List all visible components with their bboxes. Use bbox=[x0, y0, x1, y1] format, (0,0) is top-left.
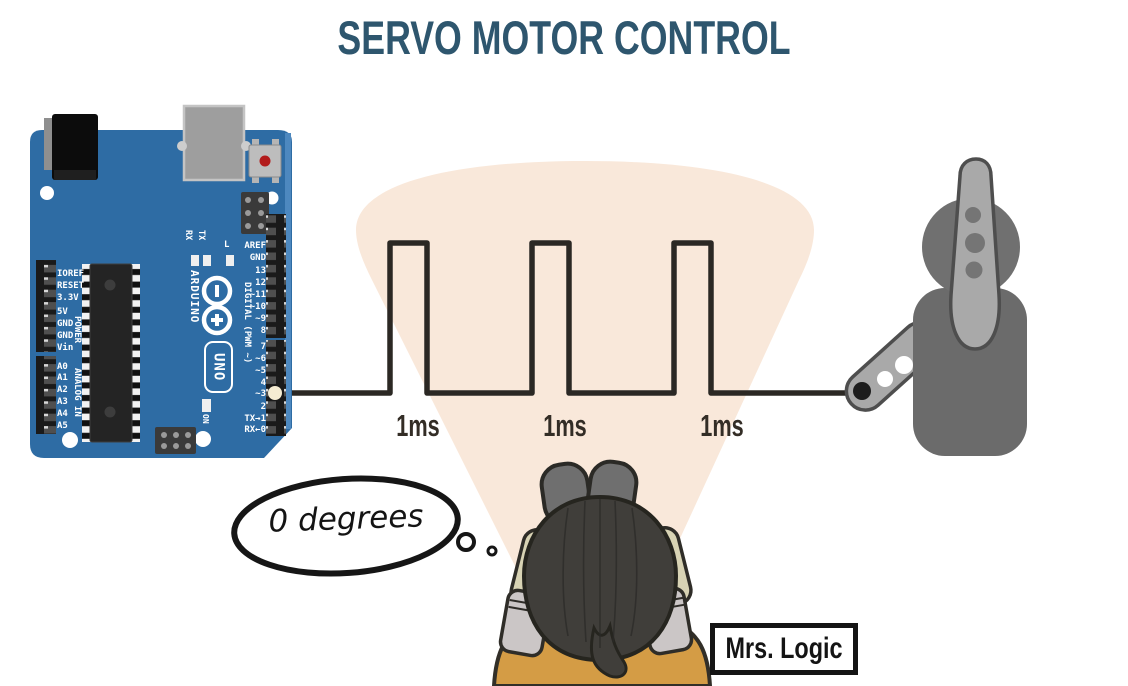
pin-label-5: ~5 bbox=[255, 366, 266, 376]
pin-label-7: 7 bbox=[260, 342, 266, 352]
l-led bbox=[226, 255, 234, 266]
pin-label-a3: A3 bbox=[57, 397, 68, 407]
power-jack bbox=[44, 114, 98, 180]
pin-label-a5: A5 bbox=[57, 421, 68, 431]
pin-label-a2: A2 bbox=[57, 385, 68, 395]
pin-label-3v3: 3.3V bbox=[57, 293, 79, 303]
pin-label-9: ~9 bbox=[255, 314, 266, 324]
bottom-header bbox=[155, 427, 196, 454]
pulse-label-2: 1ms bbox=[543, 408, 587, 443]
thought-bubble-text: 0 degrees bbox=[267, 498, 425, 540]
servo-horn-up bbox=[948, 157, 1002, 351]
pin-label-3: ~3 bbox=[255, 389, 266, 399]
arduino-board bbox=[30, 104, 292, 458]
pulse-label-1: 1ms bbox=[396, 408, 440, 443]
group-label-digital: DIGITAL (PWM ~) bbox=[242, 282, 252, 364]
pin-label-10: ~10 bbox=[249, 302, 266, 312]
group-label-power: POWER bbox=[72, 316, 82, 344]
name-badge: Mrs. Logic bbox=[710, 623, 858, 675]
mounting-hole bbox=[195, 431, 211, 447]
on-led-label: ON bbox=[201, 414, 210, 424]
rx-led-label: RX bbox=[183, 230, 193, 241]
pin-label-gnd1: GND bbox=[57, 319, 74, 329]
group-label-analog: ANALOG IN bbox=[72, 368, 82, 417]
pin-header-digital-top bbox=[266, 214, 286, 338]
pin3-wire-dot bbox=[268, 386, 282, 400]
pin-label-12: 12 bbox=[255, 278, 266, 288]
servo-body bbox=[913, 288, 1027, 456]
on-led bbox=[202, 399, 211, 412]
pin-label-reset: RESET bbox=[57, 281, 85, 291]
bubble-dot bbox=[486, 545, 498, 557]
icsp-header bbox=[241, 192, 269, 234]
pin-label-aref: AREF bbox=[244, 241, 266, 251]
servo-motor bbox=[844, 157, 1027, 456]
pwm-signal-wave bbox=[274, 240, 864, 396]
pin-label-6: ~6 bbox=[255, 354, 266, 364]
microcontroller-chip bbox=[82, 263, 140, 443]
mounting-hole bbox=[40, 186, 54, 200]
thought-bubble bbox=[231, 475, 498, 577]
reset-button bbox=[248, 139, 282, 183]
pin-header-power bbox=[36, 260, 56, 352]
pin-label-5v: 5V bbox=[57, 307, 68, 317]
uno-model-text: UNO bbox=[210, 352, 227, 382]
hair bbox=[521, 494, 679, 679]
rx-led bbox=[191, 255, 199, 266]
pin-label-4: 4 bbox=[260, 378, 266, 388]
l-led-label: L bbox=[224, 240, 230, 250]
pulse-label-3: 1ms bbox=[700, 408, 744, 443]
pin-label-11: ~11 bbox=[249, 290, 266, 300]
tx-led-label: TX bbox=[196, 230, 206, 241]
tx-led bbox=[203, 255, 211, 266]
arduino-brand-text: ARDUINO bbox=[188, 270, 201, 324]
viewing-cone bbox=[356, 161, 814, 648]
page-title: SERVO MOTOR CONTROL bbox=[337, 11, 791, 64]
pin-label-2: 2 bbox=[260, 402, 266, 412]
pin-label-13: 13 bbox=[255, 266, 266, 276]
pin-label-vin: Vin bbox=[57, 343, 74, 353]
usb-connector bbox=[177, 104, 251, 182]
uno-model-box: UNO bbox=[204, 341, 233, 393]
arduino-logo bbox=[201, 275, 233, 336]
pin-label-gnd-d: GND bbox=[249, 253, 266, 263]
pin-header-analog bbox=[36, 356, 56, 434]
pin-label-a0: A0 bbox=[57, 362, 68, 372]
board-edge-highlight bbox=[285, 133, 291, 429]
pin-label-rx0: RX←0 bbox=[244, 425, 266, 435]
pin-label-a1: A1 bbox=[57, 373, 68, 383]
bubble-dot bbox=[456, 532, 476, 552]
character-mrs-logic bbox=[491, 459, 713, 686]
pin-label-gnd2: GND bbox=[57, 331, 74, 341]
mounting-hole bbox=[62, 432, 78, 448]
pin-label-tx1: TX→1 bbox=[244, 414, 266, 424]
pin-label-a4: A4 bbox=[57, 409, 68, 419]
pin-label-ioref: IOREF bbox=[57, 269, 85, 279]
wire-endpoint-dot bbox=[853, 382, 871, 400]
pin-label-8: 8 bbox=[260, 326, 266, 336]
name-badge-text: Mrs. Logic bbox=[725, 632, 843, 665]
